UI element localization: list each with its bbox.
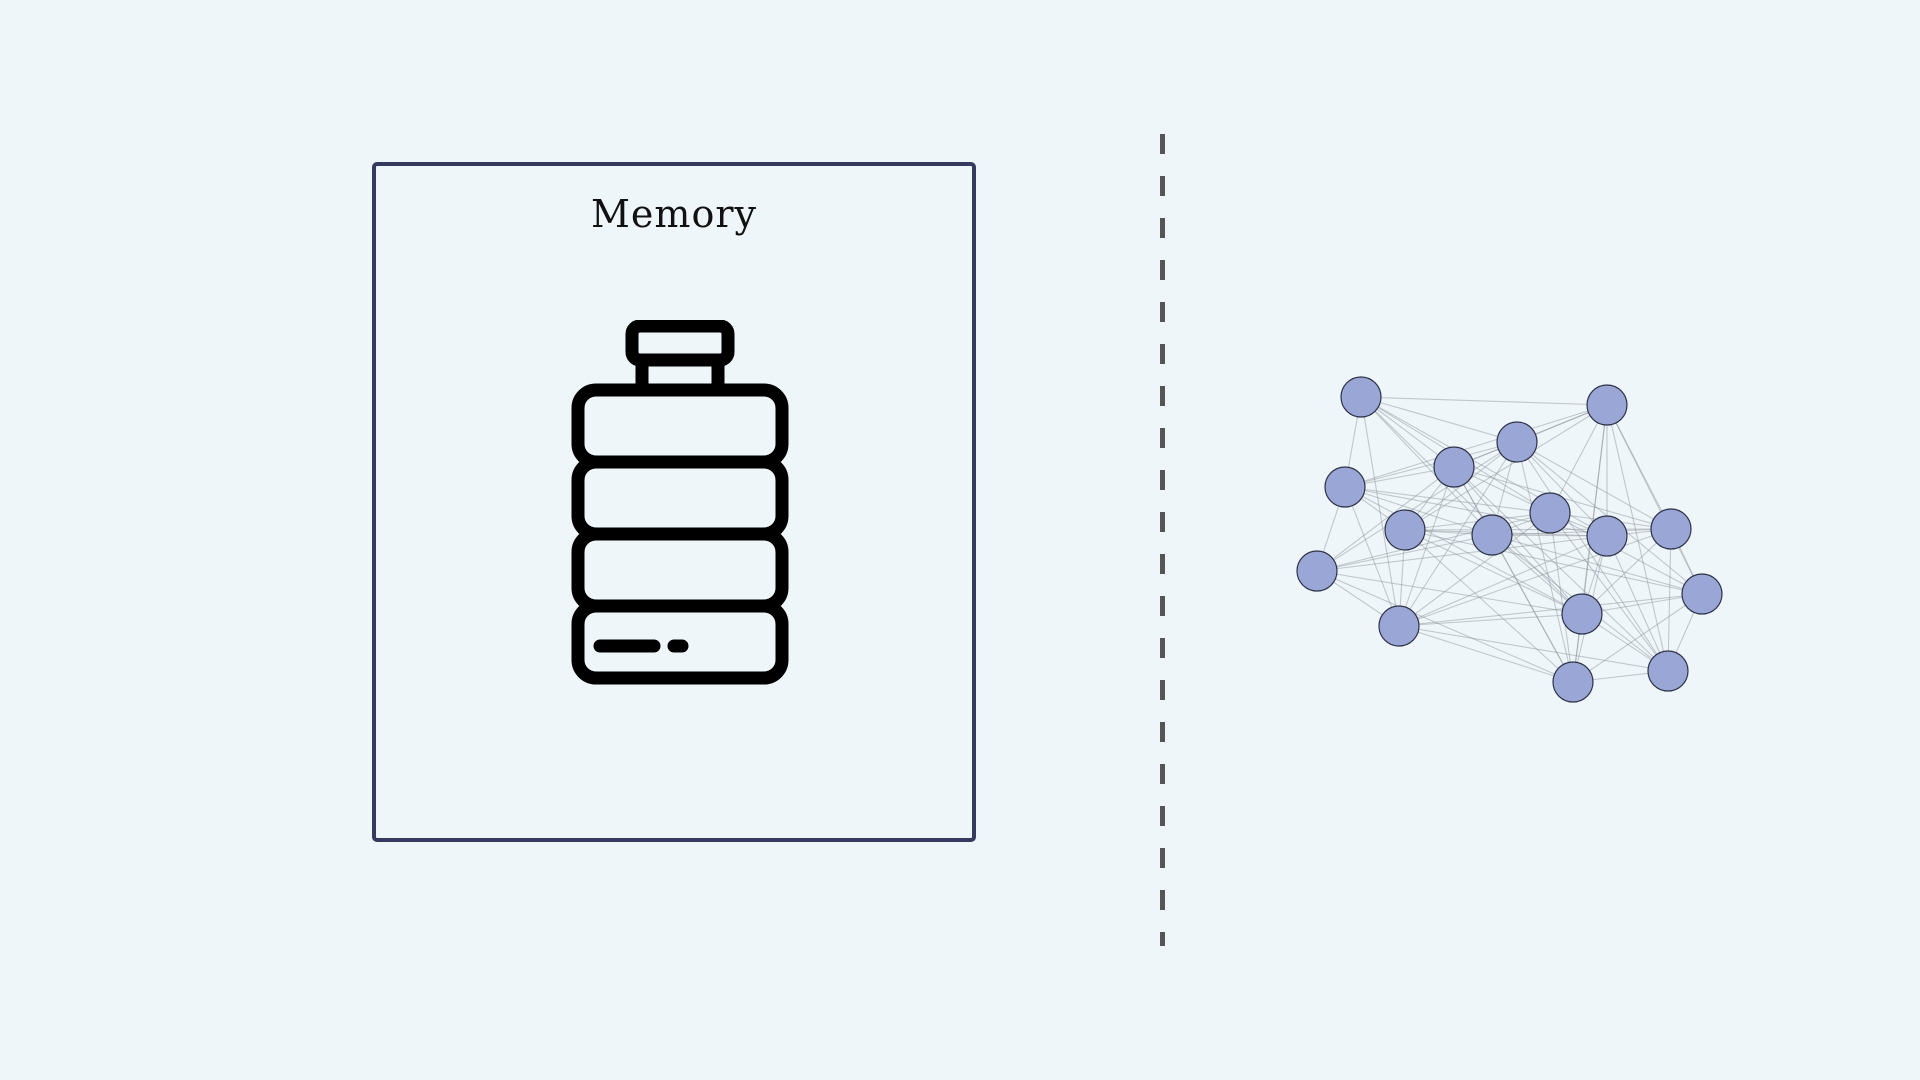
graph-edge [1344, 441, 1518, 488]
graph-edge [1344, 486, 1583, 615]
battery-stack-icon [571, 320, 789, 685]
graph-edge [1360, 396, 1583, 615]
network-graph-icon [1296, 376, 1723, 703]
graph-edge [1606, 404, 1672, 530]
graph-edge [1491, 528, 1672, 536]
graph-node [1586, 515, 1628, 557]
graph-edge [1516, 441, 1608, 537]
graph-edge [1344, 486, 1493, 536]
graph-edge [1549, 512, 1703, 595]
graph-node [1340, 376, 1382, 418]
panel-title: Memory [591, 192, 757, 236]
graph-edge [1316, 535, 1608, 572]
graph-edge [1360, 396, 1493, 536]
graph-edge [1516, 441, 1574, 683]
graph-node [1647, 650, 1689, 692]
graph-edge [1316, 441, 1518, 572]
dashed-divider [1160, 134, 1165, 946]
graph-node [1650, 508, 1692, 550]
graph-edge [1398, 613, 1583, 627]
graph-node [1496, 421, 1538, 463]
graph-edge [1398, 466, 1455, 627]
graph-node [1561, 593, 1603, 635]
graph-edge [1606, 535, 1669, 672]
graph-edge [1404, 529, 1574, 683]
graph-edge [1404, 529, 1583, 615]
graph-node [1552, 661, 1594, 703]
graph-edge [1404, 404, 1608, 531]
graph-edge [1606, 404, 1669, 672]
graph-edge [1344, 404, 1608, 488]
graph-edge [1549, 512, 1669, 672]
graph-edge [1453, 466, 1574, 683]
graph-edge [1667, 528, 1672, 672]
graph-node [1378, 605, 1420, 647]
graph-edge [1606, 404, 1703, 595]
graph-edge [1316, 512, 1551, 572]
graph-node [1324, 466, 1366, 508]
graph-edge [1398, 625, 1574, 683]
graph-edge [1549, 512, 1574, 683]
graph-edge [1572, 593, 1703, 683]
graph-edge [1316, 570, 1574, 683]
graph-node [1384, 509, 1426, 551]
graph-edge [1404, 529, 1703, 595]
graph-edge [1453, 466, 1669, 672]
graph-edge [1398, 593, 1703, 627]
graph-node [1433, 446, 1475, 488]
memory-panel: Memory [372, 162, 976, 842]
graph-edge [1491, 534, 1703, 595]
graph-node [1529, 492, 1571, 534]
graph-edge [1398, 512, 1551, 627]
graph-edge [1360, 396, 1518, 443]
graph-edge [1344, 486, 1551, 514]
graph-edge [1398, 625, 1669, 672]
graph-edge [1581, 404, 1608, 615]
graph-edge [1398, 441, 1518, 627]
graph-edge [1316, 534, 1493, 572]
graph-edge [1360, 396, 1400, 627]
graph-node [1296, 550, 1338, 592]
graph-node [1681, 573, 1723, 615]
graph-edge [1491, 534, 1574, 683]
graph-edge [1360, 396, 1608, 406]
graph-edge [1398, 535, 1608, 627]
graph-edge [1316, 466, 1455, 572]
graph-edge [1344, 486, 1400, 627]
graph-edge [1316, 570, 1583, 615]
graph-edge [1516, 441, 1669, 672]
graph-node [1471, 514, 1513, 556]
graph-node [1586, 384, 1628, 426]
graph-edge [1398, 528, 1672, 627]
graph-edge [1453, 466, 1583, 615]
graph-edge [1516, 441, 1672, 530]
